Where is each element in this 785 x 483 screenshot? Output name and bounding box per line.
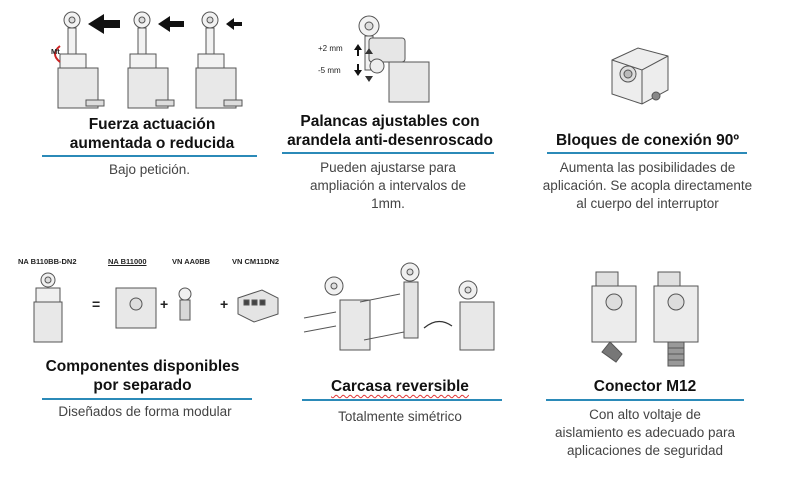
title-line: Conector M12: [593, 378, 697, 395]
feature-title: Carcasa reversible: [295, 377, 505, 396]
title-line: arandela anti-desenroscado: [287, 132, 493, 149]
description-line: aislamiento es adecuado para: [554, 425, 736, 440]
feature-title: Componentes disponibles por separado: [30, 357, 255, 395]
description-line: aplicación. Se acopla directamente: [542, 178, 753, 193]
arrow-left-medium-icon: [158, 16, 184, 32]
title-line: por separado: [93, 377, 192, 394]
arrow-left-large-icon: [88, 14, 120, 34]
title-rule: [42, 155, 257, 157]
adjust-down-label: -5 mm: [318, 66, 341, 75]
adjust-up-label: +2 mm: [318, 44, 343, 53]
m12-connector-illustration: [591, 271, 699, 367]
plus-operator: +: [160, 296, 169, 312]
title-line: Fuerza actuación: [88, 116, 216, 133]
description-line: Diseñados de forma modular: [58, 404, 232, 419]
part-code: VN AA0BB: [172, 257, 211, 266]
title-rule: [282, 152, 494, 154]
plus-operator: +: [220, 296, 229, 312]
title-rule: [547, 152, 747, 154]
feature-title: Bloques de conexión 90º: [540, 131, 755, 150]
title-rule: [546, 399, 744, 401]
equals-operator: =: [92, 296, 101, 312]
description-line: al cuerpo del interruptor: [576, 196, 719, 211]
feature-description: Pueden ajustarse para ampliación a inter…: [282, 159, 494, 213]
reversible-housing-illustration: [303, 262, 495, 351]
title-rule: [302, 399, 502, 401]
feature-description: Con alto voltaje de aislamiento es adecu…: [535, 406, 755, 460]
feature-description: Diseñados de forma modular: [30, 403, 260, 421]
title-rule: [42, 398, 252, 400]
feature-description: Bajo petición.: [42, 161, 257, 179]
title-line: Carcasa reversible: [331, 378, 469, 395]
part-code: NA B110BB-DN2: [18, 257, 77, 266]
description-line: ampliación a intervalos de: [309, 178, 467, 193]
feature-title: Palancas ajustables con arandela anti-de…: [270, 112, 510, 150]
feature-title: Fuerza actuación aumentada o reducida: [42, 115, 262, 153]
description-line: Pueden ajustarse para: [320, 160, 456, 175]
title-line: aumentada o reducida: [69, 135, 235, 152]
title-line: Componentes disponibles: [45, 358, 240, 375]
description-line: 1mm.: [371, 196, 405, 211]
feature-title: Conector M12: [545, 377, 745, 396]
components-illustration: [33, 272, 279, 343]
description-line: Bajo petición.: [108, 162, 191, 177]
part-code: VN CM11DN2: [232, 257, 280, 266]
connection-block-illustration: [611, 47, 669, 105]
adjustable-lever-illustration: [358, 15, 430, 103]
title-line: Palancas ajustables con: [300, 113, 480, 130]
torque-label: Mt: [51, 47, 60, 56]
arrow-left-small-icon: [226, 18, 242, 30]
description-line: Con alto voltaje de: [589, 407, 701, 422]
part-code: NA B11000: [108, 257, 147, 266]
feature-description: Aumenta las posibilidades de aplicación.…: [530, 159, 765, 213]
up-down-arrow-icon: [354, 44, 362, 76]
description-line: Totalmente simétrico: [338, 409, 462, 424]
description-line: Aumenta las posibilidades de: [559, 160, 736, 175]
force-switches-illustration: [54, 11, 243, 109]
title-line: Bloques de conexión 90º: [555, 132, 740, 149]
description-line: aplicaciones de seguridad: [566, 443, 724, 458]
feature-description: Totalmente simétrico: [295, 408, 505, 426]
